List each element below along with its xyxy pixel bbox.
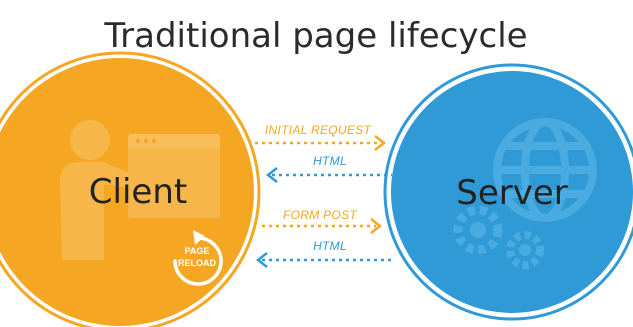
arrow-html-2: HTML	[255, 239, 392, 268]
server-gears-icon	[453, 205, 544, 269]
arrow-head-left-icon	[255, 252, 268, 268]
arrow-initial-request: INITIAL REQUEST	[255, 123, 387, 151]
arrow-html-1: HTML	[265, 154, 392, 183]
server-globe-icon	[493, 118, 597, 222]
client-outer-ring	[0, 51, 261, 327]
page-reload-badge: PAGE RELOAD	[173, 230, 223, 286]
diagram-title: Traditional page lifecycle	[103, 16, 527, 56]
server-node: Server	[383, 63, 633, 321]
reload-label-line1: PAGE	[185, 246, 210, 256]
arrow-label-initial-request: INITIAL REQUEST	[265, 123, 373, 137]
arrow-label-form-post: FORM POST	[283, 208, 358, 222]
client-label: Client	[89, 172, 187, 212]
arrow-head-right-icon	[374, 135, 387, 151]
arrow-form-post: FORM POST	[262, 208, 383, 234]
client-person-icon	[60, 120, 220, 260]
reload-icon	[173, 230, 223, 286]
server-circle	[391, 71, 633, 313]
server-outer-ring	[383, 63, 633, 321]
arrow-head-left-icon	[265, 167, 278, 183]
reload-label-line2: RELOAD	[178, 258, 217, 268]
arrow-label-html-2: HTML	[313, 239, 347, 253]
server-label: Server	[456, 173, 568, 213]
client-node: Client PAGE RELOAD	[0, 51, 261, 327]
arrow-label-html-1: HTML	[313, 154, 347, 168]
arrow-head-right-icon	[370, 218, 383, 234]
